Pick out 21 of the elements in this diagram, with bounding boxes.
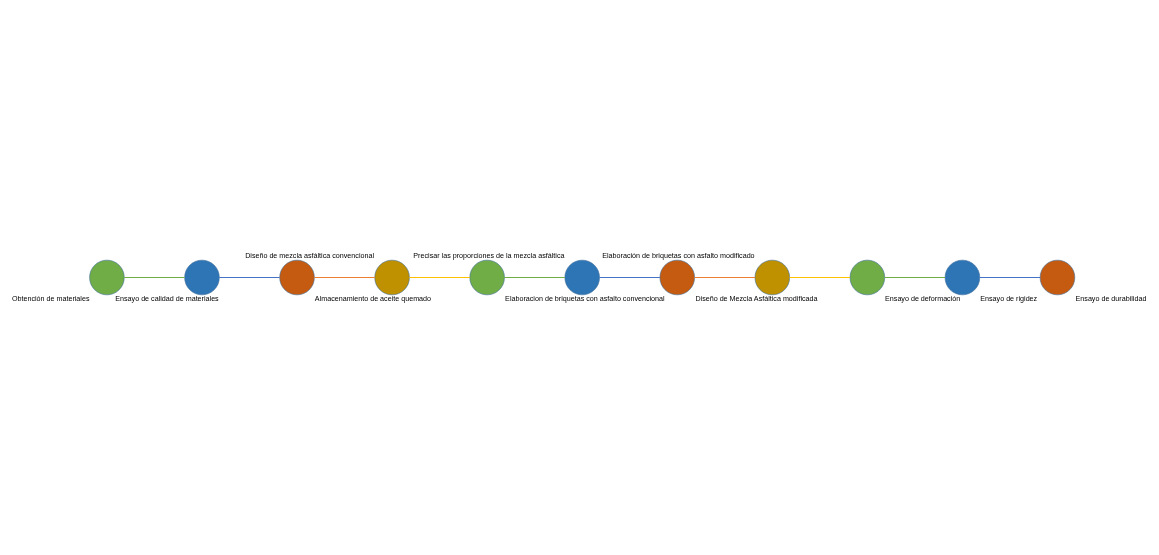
node-circle: [944, 259, 981, 296]
connector: [123, 276, 186, 279]
node-circle: [849, 259, 885, 296]
connector: [694, 276, 756, 279]
node-circle: [564, 259, 600, 296]
connector: [789, 276, 851, 279]
node-circle: [374, 259, 410, 296]
connector: [598, 276, 661, 279]
connector: [503, 276, 566, 279]
connector: [884, 276, 946, 279]
node-circle: [1039, 259, 1076, 296]
node-circle: [469, 259, 505, 296]
node-circle: [184, 259, 220, 296]
node-circle: [754, 259, 790, 296]
node-circle: [89, 259, 125, 296]
connector: [218, 276, 281, 279]
connector: [408, 276, 471, 279]
connector: [979, 276, 1041, 279]
node-circle: [659, 259, 695, 296]
connector: [313, 276, 376, 279]
node-circle: [279, 259, 315, 296]
